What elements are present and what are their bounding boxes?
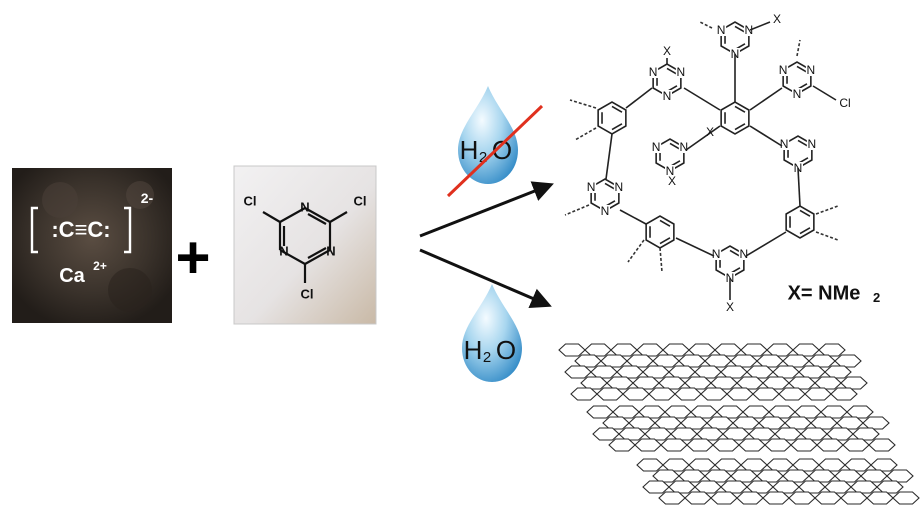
- framework-chlorine: Cl: [839, 96, 850, 110]
- triazine-n-top: N: [300, 199, 309, 214]
- framework-nitrogen: N: [717, 23, 726, 37]
- x-definition-sub: 2: [873, 290, 880, 305]
- framework-nitrogen: N: [807, 63, 816, 77]
- water-label-sub: 2: [479, 149, 487, 166]
- framework-benzene-ring: [597, 101, 627, 135]
- extension-stub: [659, 247, 663, 273]
- framework-nitrogen: N: [677, 65, 686, 79]
- left-bracket: [30, 206, 38, 254]
- framework-nitrogen: N: [666, 164, 675, 178]
- powder-texture: [42, 182, 78, 218]
- right-bracket: [124, 206, 132, 254]
- framework-nitrogen: N: [808, 137, 817, 151]
- calcium-symbol: Ca: [59, 265, 85, 287]
- water-label-o: O: [496, 335, 516, 365]
- graphene-sheet: [586, 405, 896, 452]
- graphene-sheet: [636, 458, 920, 505]
- acetylide-anion: :C≡C:: [51, 217, 110, 242]
- triazine-n-right: N: [326, 243, 335, 258]
- chlorine-bottom: Cl: [301, 286, 314, 301]
- extension-stub: [627, 239, 645, 263]
- framework-x-substituent: X: [706, 125, 714, 139]
- framework-x-substituent: X: [663, 44, 671, 58]
- framework-nitrogen: N: [779, 63, 788, 77]
- aqueous-condition: H 2 O: [462, 284, 522, 382]
- framework-nitrogen: N: [712, 247, 721, 261]
- extension-stub: [699, 21, 713, 29]
- anion-charge: 2-: [141, 190, 154, 206]
- calcium-carbide-panel: :C≡C: 2- Ca 2+: [12, 168, 172, 323]
- extension-stub: [564, 204, 590, 216]
- water-drop-icon: [462, 284, 522, 382]
- framework-x-substituent: X: [668, 174, 676, 188]
- framework-nitrogen: N: [663, 89, 672, 103]
- arrow-to-graphene: [419, 248, 552, 309]
- triazine-powder-photo: [233, 165, 377, 325]
- graphene-sheet: [558, 343, 868, 401]
- powder-texture: [126, 181, 154, 209]
- water-label-h: H: [464, 335, 483, 365]
- framework-nitrogen: N: [652, 140, 661, 154]
- framework-nitrogen: N: [793, 87, 802, 101]
- extension-stub: [574, 127, 597, 141]
- x-definition: X= NMe: [788, 282, 861, 304]
- triazine-n-left: N: [279, 243, 288, 258]
- framework-nitrogen: N: [587, 180, 596, 194]
- water-label-sub: 2: [483, 349, 491, 366]
- extension-stub: [815, 205, 839, 215]
- framework-x-substituent: X: [726, 300, 734, 314]
- chlorine-right: Cl: [354, 193, 367, 208]
- triazine-ring: [262, 207, 348, 283]
- framework-x-substituent: X: [773, 12, 781, 26]
- framework-nitrogen: N: [601, 204, 610, 218]
- water-label-h: H: [460, 135, 479, 165]
- framework-nitrogen: N: [780, 137, 789, 151]
- extension-stub: [796, 39, 801, 57]
- framework-benzene-ring: [785, 205, 815, 239]
- plus-sign: +: [175, 224, 210, 291]
- strike-through-line: [446, 104, 544, 198]
- extension-stub: [815, 231, 839, 241]
- framework-nitrogen: N: [649, 65, 658, 79]
- water-drop-icon: [458, 86, 518, 184]
- extension-stub: [569, 99, 597, 109]
- framework-benzene-ring: [645, 215, 675, 249]
- framework-nitrogen: N: [745, 23, 754, 37]
- chlorine-left: Cl: [244, 193, 257, 208]
- graphene-layers: [558, 343, 920, 505]
- anhydrous-condition: H 2 O: [446, 86, 544, 198]
- calcium-charge: 2+: [93, 259, 107, 273]
- powder-texture: [108, 268, 152, 312]
- framework-nitrogen: N: [680, 140, 689, 154]
- framework-nitrogen: N: [740, 247, 749, 261]
- framework-nitrogen: N: [615, 180, 624, 194]
- water-label-o: O: [492, 135, 512, 165]
- cyanuric-chloride-panel: N N N Cl Cl Cl: [233, 165, 377, 325]
- framework-benzene-ring: [720, 101, 750, 135]
- arrow-to-framework: [419, 181, 554, 238]
